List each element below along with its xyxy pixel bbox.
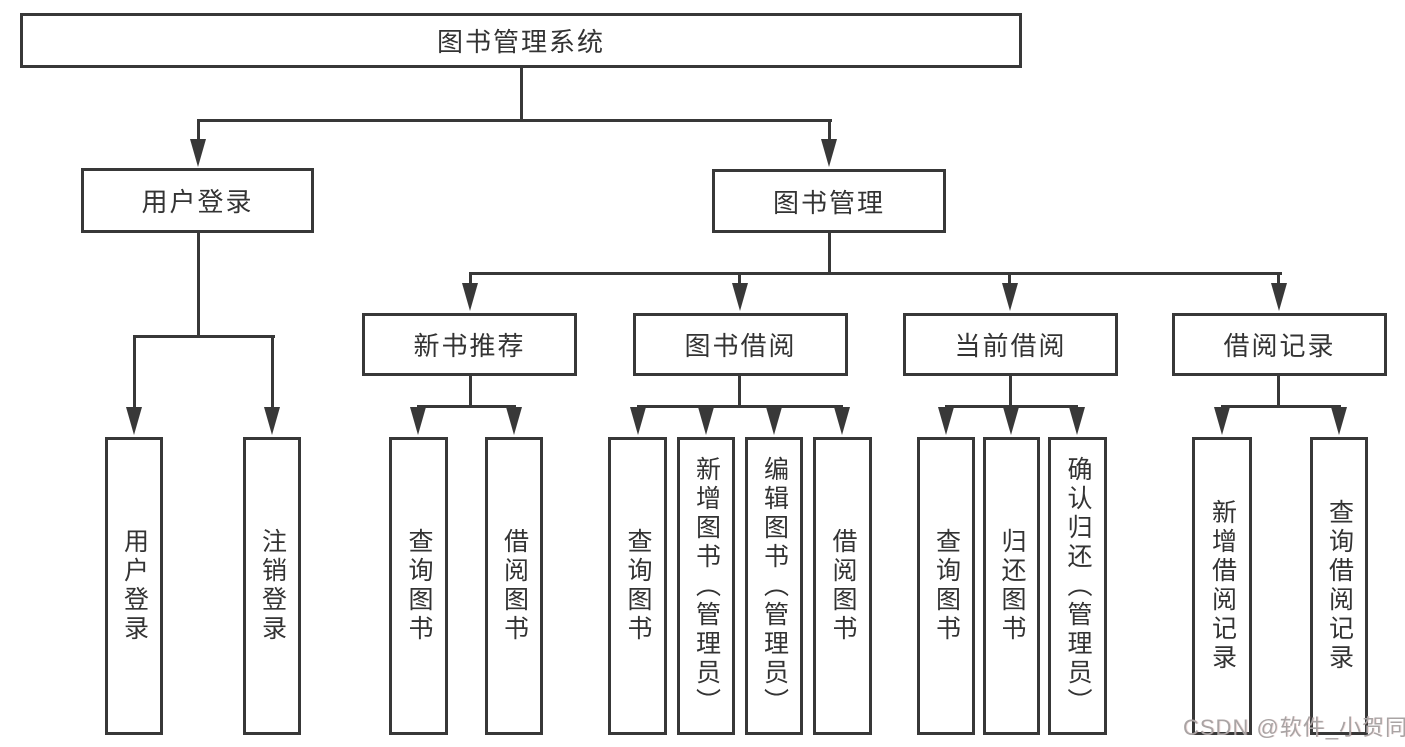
node-book-management-branch: 图书管理 bbox=[712, 169, 946, 233]
arrow-down-icon bbox=[732, 283, 748, 311]
connector-current-stem bbox=[1009, 376, 1012, 408]
connector-recommend-horizontal bbox=[417, 405, 516, 408]
connector-recommend-stem bbox=[469, 376, 472, 408]
arrow-down-icon bbox=[698, 407, 714, 435]
arrow-down-icon bbox=[1271, 283, 1287, 311]
connector-l2-elbow-2 bbox=[738, 272, 741, 286]
node-new-book-recommend: 新书推荐 bbox=[362, 313, 577, 376]
arrow-down-icon bbox=[1069, 407, 1085, 435]
connector-bookmgmt-stem bbox=[828, 233, 831, 274]
leaf-logout: 注销登录 bbox=[243, 437, 301, 735]
node-current-borrow: 当前借阅 bbox=[903, 313, 1118, 376]
arrow-down-icon bbox=[766, 407, 782, 435]
connector-l1-left-elbow bbox=[197, 119, 200, 143]
arrow-down-icon bbox=[506, 407, 522, 435]
connector-l1-horizontal bbox=[197, 119, 832, 122]
csdn-watermark: CSDN @软件_小贺同学 bbox=[1183, 715, 1405, 740]
connector-l2-elbow-4 bbox=[1277, 272, 1280, 286]
connector-borrow-horizontal bbox=[637, 405, 843, 408]
arrow-down-icon bbox=[821, 139, 837, 167]
connector-l1-right-elbow bbox=[828, 119, 831, 143]
arrow-down-icon bbox=[264, 407, 280, 435]
leaf-query-books-recommend: 查询图书 bbox=[389, 437, 448, 735]
arrow-down-icon bbox=[410, 407, 426, 435]
arrow-down-icon bbox=[1002, 283, 1018, 311]
arrow-down-icon bbox=[1214, 407, 1230, 435]
leaf-add-books-admin: 新增图书（管理员） bbox=[677, 437, 735, 735]
node-book-borrow: 图书借阅 bbox=[633, 313, 848, 376]
arrow-down-icon bbox=[1331, 407, 1347, 435]
leaf-add-borrow-record: 新增借阅记录 bbox=[1192, 437, 1252, 735]
connector-userlogin-elbow-1 bbox=[133, 335, 136, 409]
connector-record-stem bbox=[1277, 376, 1280, 408]
arrow-down-icon bbox=[1003, 407, 1019, 435]
leaf-borrow-books: 借阅图书 bbox=[813, 437, 872, 735]
connector-l2-elbow-1 bbox=[469, 272, 472, 286]
connector-current-horizontal bbox=[945, 405, 1078, 408]
node-root: 图书管理系统 bbox=[20, 13, 1022, 68]
node-user-login-branch: 用户登录 bbox=[81, 168, 314, 233]
leaf-return-books: 归还图书 bbox=[983, 437, 1040, 735]
arrow-down-icon bbox=[126, 407, 142, 435]
node-borrow-record: 借阅记录 bbox=[1172, 313, 1387, 376]
connector-userlogin-elbow-2 bbox=[271, 335, 274, 409]
leaf-query-books-borrow: 查询图书 bbox=[608, 437, 667, 735]
arrow-down-icon bbox=[938, 407, 954, 435]
leaf-query-borrow-record: 查询借阅记录 bbox=[1310, 437, 1368, 735]
connector-l2-elbow-3 bbox=[1008, 272, 1011, 286]
leaf-borrow-books-recommend: 借阅图书 bbox=[485, 437, 543, 735]
leaf-confirm-return-admin: 确认归还（管理员） bbox=[1048, 437, 1107, 735]
arrow-down-icon bbox=[190, 139, 206, 167]
arrow-down-icon bbox=[630, 407, 646, 435]
leaf-query-books-current: 查询图书 bbox=[917, 437, 975, 735]
connector-record-horizontal bbox=[1221, 405, 1341, 408]
connector-userlogin-horizontal bbox=[133, 335, 275, 338]
connector-userlogin-stem bbox=[197, 233, 200, 337]
connector-borrow-stem bbox=[738, 376, 741, 408]
arrow-down-icon bbox=[462, 283, 478, 311]
leaf-edit-books-admin: 编辑图书（管理员） bbox=[745, 437, 803, 735]
arrow-down-icon bbox=[834, 407, 850, 435]
connector-l2-horizontal bbox=[469, 272, 1282, 275]
leaf-user-login: 用户登录 bbox=[105, 437, 163, 735]
connector-root-stem bbox=[520, 68, 523, 122]
